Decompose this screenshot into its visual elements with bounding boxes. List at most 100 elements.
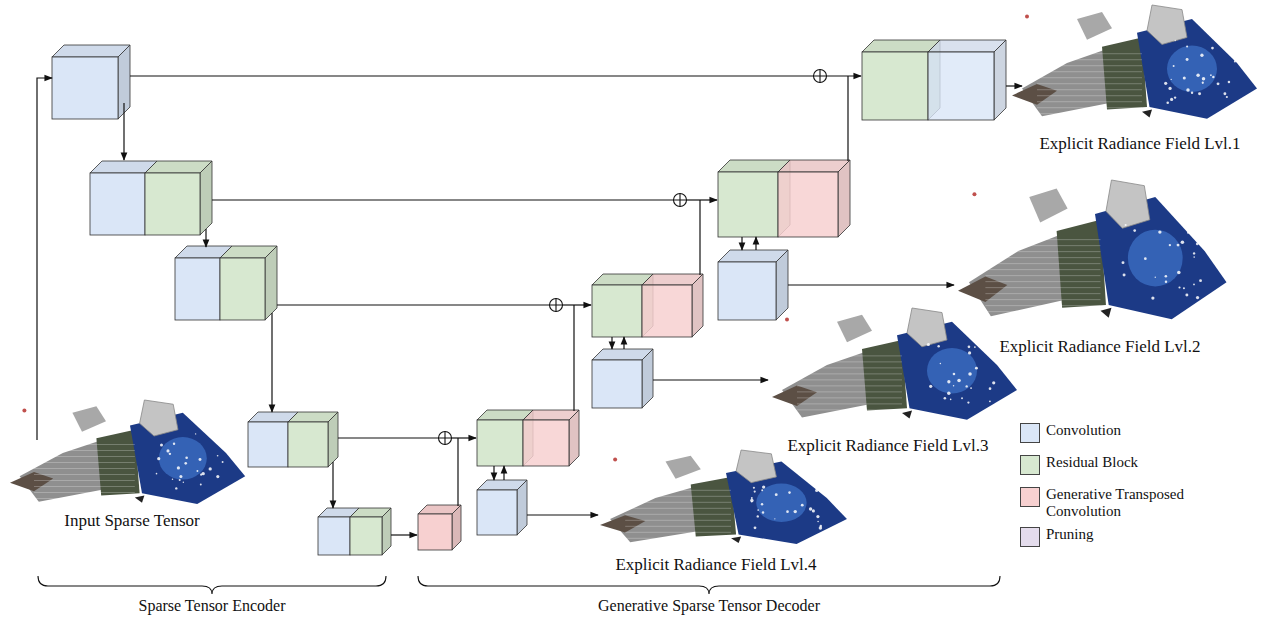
cube-front [523,420,569,466]
red-dot [785,317,789,321]
group-label: Sparse Tensor Encoder [139,597,286,615]
scan-stripe [625,502,731,503]
layer-cube [477,480,527,535]
star-dot [1234,60,1236,62]
cube-top [718,250,788,262]
flow-line [573,305,574,411]
star-dot [1193,284,1195,286]
star-dot [929,385,932,388]
scan-stripe [985,257,1100,258]
cube-front [248,422,288,467]
flow-arrow [788,284,954,285]
flow-line [212,199,673,200]
star-dot [1165,275,1168,278]
layer-cube [418,505,461,550]
star-dot [222,461,224,463]
star-dot [815,489,818,492]
star-dot [968,351,971,354]
scan-stripe [797,409,902,410]
scan-stripe [797,397,902,398]
cube-top [523,410,579,420]
legend-swatch [1020,455,1040,475]
layer-cube [52,45,130,119]
grey-object [1029,189,1067,223]
scan-stripe [985,311,1100,312]
scan-stripe [625,532,731,533]
legend-item: Convolution [1020,422,1214,443]
nebula [1128,230,1183,287]
scan-stripe [34,468,135,469]
grey-object [1077,12,1112,40]
sum-circle [814,70,827,83]
star-dot [1125,224,1127,226]
star-dot [1193,252,1195,254]
star-dot [209,433,211,435]
star-dot [794,510,797,513]
nebula [756,484,806,522]
scan-stripe [797,403,902,404]
flow-arrow [452,437,476,438]
scan-stripe [797,385,902,386]
star-dot [940,363,941,364]
flow-arrow [1006,85,1022,86]
flow-arrow [741,237,742,250]
star-dot [1198,92,1201,95]
scan-stripe [34,492,135,493]
sum-circle [674,194,687,207]
flow-line [457,438,458,506]
point-cloud-render [1012,5,1257,119]
star-dot [1196,243,1199,246]
scan-stripe [797,379,902,380]
star-dot [1191,234,1193,236]
grey-wall [782,351,872,417]
star-dot [1173,65,1175,67]
scan-stripe [985,275,1100,276]
small-object [1100,308,1111,318]
star-dot [216,475,219,478]
nebula [159,437,207,479]
star-dot [209,467,212,470]
star-dot [1164,82,1167,85]
star-dot [169,453,171,455]
small-object [1142,109,1152,117]
star-dot [989,400,991,402]
cube-front [175,258,220,320]
star-dot [947,380,950,383]
scan-stripe [797,367,902,368]
cube-front [350,517,382,555]
star-dot [1187,232,1189,234]
star-dot [989,387,992,390]
sum-node [550,299,563,312]
star-dot [1186,58,1189,61]
star-dot [1186,45,1188,47]
scan-stripe [797,361,902,362]
star-dot [983,348,986,351]
statue [1106,180,1150,228]
star-dot [166,449,169,452]
star-dot [970,387,972,389]
legend-swatch [1020,423,1040,443]
star-dot [996,353,999,356]
star-dot [950,399,952,401]
output-caption: Explicit Radiance Field Lvl.4 [615,555,816,575]
cube-front [862,52,928,120]
star-dot [1144,257,1147,260]
star-dot [809,507,812,510]
grey-wall [1022,49,1112,116]
star-dot [1151,296,1154,299]
scan-stripe [985,293,1100,294]
star-dot [177,466,180,469]
star-dot [1123,273,1126,276]
star-dot [1169,244,1171,246]
scan-stripe [1037,107,1142,108]
star-dot [786,510,789,513]
statue [907,308,947,347]
cube-top [145,161,212,173]
flow-arrow [563,304,591,305]
output-caption: Explicit Radiance Field Lvl.3 [787,436,988,456]
cube-front [477,420,523,466]
star-dot [974,346,976,348]
cube-top [718,160,790,172]
sum-node [439,432,452,445]
star-dot [757,515,759,517]
